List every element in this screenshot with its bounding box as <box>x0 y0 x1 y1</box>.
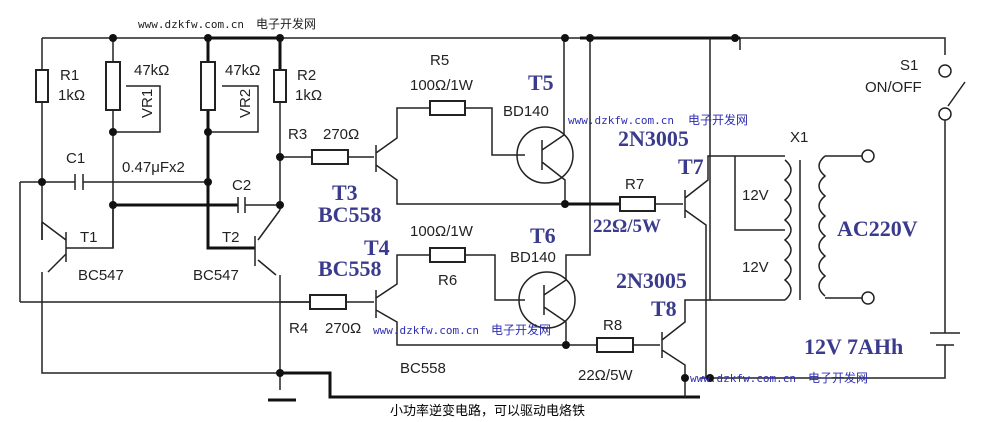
transistor-t3 <box>375 107 620 205</box>
x1-secondary: AC220V <box>837 216 918 241</box>
transistor-t8 <box>661 38 711 397</box>
watermark-site: 电子开发网 <box>808 370 868 385</box>
transformer-x1 <box>710 149 875 305</box>
transistor-t6 <box>518 38 591 345</box>
t7-label: T7 <box>678 154 704 179</box>
potentiometer-vr1 <box>105 38 161 248</box>
watermark-mid: www.dzkfw.com.cn 电子开发网 <box>568 112 748 127</box>
t5-label: T5 <box>528 70 554 95</box>
watermark-center: www.dzkfw.com.cn 电子开发网 <box>373 322 551 337</box>
caption: 小功率逆变电路，可以驱动电烙铁 <box>390 403 585 419</box>
resistor-r1 <box>35 38 49 240</box>
r2-value: 1kΩ <box>295 87 322 104</box>
battery <box>930 332 960 346</box>
watermark-site: 电子开发网 <box>491 322 551 337</box>
vr2-value: 47kΩ <box>225 62 260 79</box>
capacitor-value: 0.47μFx2 <box>122 159 185 176</box>
r6-label: R6 <box>438 272 457 289</box>
output-terminal-bottom <box>861 291 875 305</box>
capacitor-c1 <box>19 174 208 302</box>
s1-label: S1 <box>900 57 918 74</box>
resistor-r4 <box>280 294 374 310</box>
resistor-r3 <box>280 149 374 165</box>
transistor-t4 <box>375 254 597 346</box>
t5-part: BD140 <box>503 103 549 120</box>
t7-part: 2N3005 <box>618 126 689 151</box>
ground-rail <box>20 272 946 402</box>
r7-label: R7 <box>625 176 644 193</box>
t1-label: T1 <box>80 229 98 246</box>
x1-primary-top: 12V <box>742 187 769 204</box>
r8-label: R8 <box>603 317 622 334</box>
r2-label: R2 <box>297 67 316 84</box>
r4-value: 270Ω <box>325 320 361 337</box>
resistor-r2 <box>273 38 287 205</box>
t4-part: BC558 <box>318 256 382 281</box>
watermark-site: 电子开发网 <box>256 16 316 31</box>
watermark-bottom: www.dzkfw.com.cn 电子开发网 <box>690 370 868 385</box>
r1-label: R1 <box>60 67 79 84</box>
watermark-url: www.dzkfw.com.cn <box>690 372 796 385</box>
r3-label: R3 <box>288 126 307 143</box>
t8-part: 2N3005 <box>616 268 687 293</box>
x1-label: X1 <box>790 129 808 146</box>
battery-label: 12V 7AHh <box>804 334 903 359</box>
transistor-t7 <box>684 155 735 378</box>
watermark-url: www.dzkfw.com.cn <box>568 114 674 127</box>
r7-value: 22Ω/5W <box>593 216 661 237</box>
positive-rail <box>42 36 946 55</box>
t6-label: T6 <box>530 223 556 248</box>
t4-label: T4 <box>364 235 390 260</box>
c2-label: C2 <box>232 177 251 194</box>
r6-value: 100Ω/1W <box>410 223 474 240</box>
t3-label: T3 <box>332 180 358 205</box>
transistor-t2 <box>254 205 281 276</box>
t4-part-secondary: BC558 <box>400 360 446 377</box>
resistor-r7 <box>565 196 683 212</box>
watermark-url: www.dzkfw.com.cn <box>373 324 479 337</box>
c1-label: C1 <box>66 150 85 167</box>
t8-label: T8 <box>651 296 677 321</box>
output-terminal-top <box>861 149 875 163</box>
t3-part: BC558 <box>318 202 382 227</box>
r4-label: R4 <box>289 320 308 337</box>
t2-label: T2 <box>222 229 240 246</box>
vr1-value: 47kΩ <box>134 62 169 79</box>
x1-primary-bottom: 12V <box>742 259 769 276</box>
s1-onoff: ON/OFF <box>865 79 922 96</box>
watermark-top: www.dzkfw.com.cn 电子开发网 <box>138 16 316 31</box>
transistor-t5 <box>516 38 574 204</box>
r5-value: 100Ω/1W <box>410 77 474 94</box>
t2-part: BC547 <box>193 267 239 284</box>
watermark-site: 电子开发网 <box>688 112 748 127</box>
r5-label: R5 <box>430 52 449 69</box>
transistor-t1 <box>41 205 114 273</box>
t1-part: BC547 <box>78 267 124 284</box>
resistor-r8 <box>596 337 660 353</box>
capacitor-c2 <box>113 197 280 213</box>
resistor-r5 <box>429 100 466 116</box>
vr2-label: VR2 <box>237 89 254 118</box>
switch-s1 <box>938 64 966 333</box>
junction-dots <box>38 34 739 382</box>
t6-part: BD140 <box>510 249 556 266</box>
vr1-label: VR1 <box>139 89 156 118</box>
r3-value: 270Ω <box>323 126 359 143</box>
watermark-url: www.dzkfw.com.cn <box>138 18 244 31</box>
resistor-r6 <box>429 247 466 263</box>
r8-value: 22Ω/5W <box>578 367 633 384</box>
r1-value: 1kΩ <box>58 87 85 104</box>
